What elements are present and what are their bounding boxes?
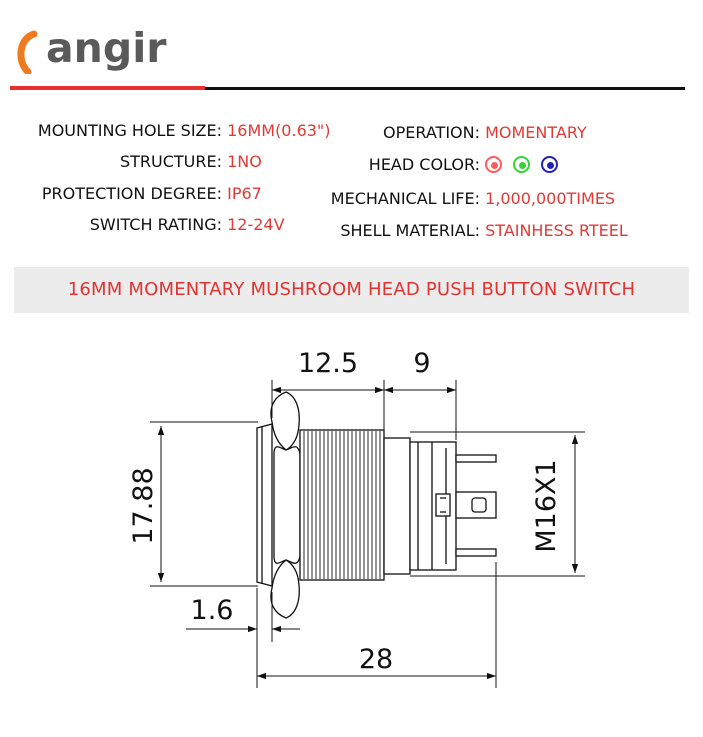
- dim-thread: M16X1: [531, 459, 562, 552]
- header-rule-red: [10, 86, 205, 90]
- spec-mounting-hole: MOUNTING HOLE SIZE: 16MM(0.63"): [20, 121, 331, 140]
- spec-structure: STRUCTURE: 1NO: [20, 152, 262, 171]
- logo-arc-icon: [17, 30, 38, 74]
- spec-value: 12-24V: [227, 215, 285, 234]
- spec-value: MOMENTARY: [485, 123, 587, 142]
- spec-label: SHELL MATERIAL:: [340, 221, 480, 240]
- dim-head-diameter: 17.88: [128, 467, 159, 544]
- spec-switch-rating: SWITCH RATING: 12-24V: [20, 215, 285, 234]
- spec-value: IP67: [227, 184, 262, 203]
- spec-label: STRUCTURE:: [119, 152, 222, 171]
- spec-value: STAINHESS RTEEL: [485, 221, 628, 240]
- red-color-dot-icon: [485, 156, 503, 173]
- brand-logo: angir: [12, 18, 172, 76]
- spec-label: MECHANICAL LIFE:: [330, 189, 480, 208]
- dim-terminal-length: 9: [413, 348, 430, 379]
- spec-label: PROTECTION DEGREE:: [41, 184, 222, 203]
- logo-text: angir: [46, 24, 167, 72]
- dim-head-thickness: 1.6: [191, 595, 234, 626]
- green-color-dot-icon: [513, 156, 531, 173]
- blue-color-dot-icon: [541, 156, 559, 173]
- spec-label: HEAD COLOR:: [368, 155, 480, 174]
- dimension-drawing: 12.5 9 17.88 M16X1 1.6 28: [128, 348, 585, 688]
- spec-protection-degree: PROTECTION DEGREE: IP67: [20, 184, 262, 203]
- spec-label: OPERATION:: [383, 123, 480, 142]
- spec-head-color: HEAD COLOR:: [327, 155, 564, 174]
- spec-value: 16MM(0.63"): [227, 121, 331, 140]
- spec-label: SWITCH RATING:: [89, 215, 222, 234]
- spec-mechanical-life: MECHANICAL LIFE: 1,000,000TIMES: [327, 189, 615, 208]
- spec-value: 1NO: [227, 152, 262, 171]
- spec-operation: OPERATION: MOMENTARY: [327, 123, 587, 142]
- dim-total-length: 28: [359, 644, 393, 675]
- spec-value: 1,000,000TIMES: [485, 189, 616, 208]
- spec-shell-material: SHELL MATERIAL: STAINHESS RTEEL: [327, 221, 628, 240]
- dim-body-length: 12.5: [298, 348, 358, 379]
- product-title-banner: 16MM MOMENTARY MUSHROOM HEAD PUSH BUTTON…: [14, 267, 689, 313]
- spec-label: MOUNTING HOLE SIZE:: [37, 121, 222, 140]
- thread-lines: [303, 431, 381, 579]
- header-rule-black: [205, 87, 685, 90]
